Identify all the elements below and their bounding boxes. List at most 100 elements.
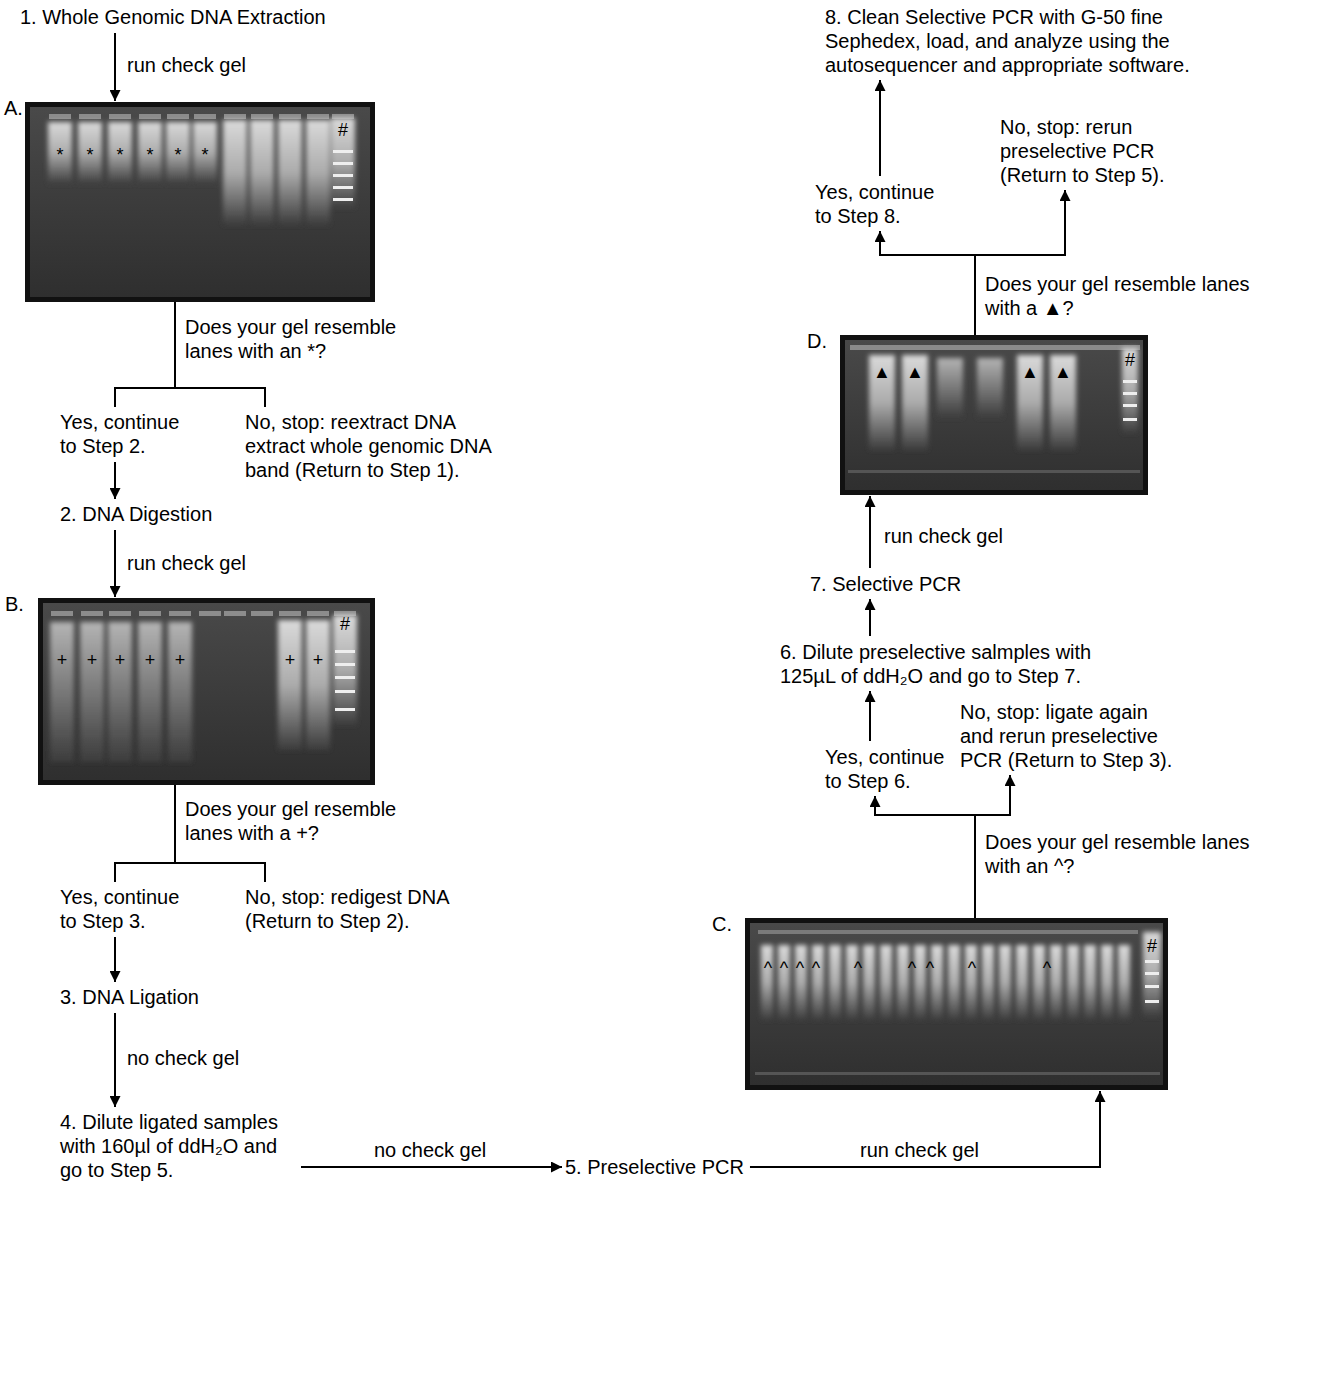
gel-b [168, 622, 192, 762]
process-step: 2. DNA Digestion [60, 502, 212, 526]
decision-question: Does your gel resemble lanes with a +? [185, 797, 415, 845]
gel-c [1145, 960, 1159, 1003]
edge-label: run check gel [125, 551, 248, 575]
gel-c [745, 918, 1168, 1090]
gel-a [139, 114, 161, 119]
gel-b [335, 690, 355, 693]
step-text: 3. DNA Ligation [60, 985, 199, 1009]
gel-b [139, 611, 161, 616]
gel-b [251, 611, 273, 616]
decision-question: Does your gel resemble lanes with an ^? [985, 830, 1270, 878]
gel-a [194, 114, 216, 119]
lane-symbol: ▲ [873, 363, 891, 381]
gel-c [1143, 932, 1161, 1017]
step-text: Yes, continue to Step 2. [60, 410, 195, 458]
step-text: 2. DNA Digestion [60, 502, 212, 526]
step-text: 6. Dilute preselective salmples with 125… [780, 640, 1125, 688]
gel-a [138, 122, 162, 184]
gel-d [869, 348, 1138, 450]
process-step: 1. Whole Genomic DNA Extraction [20, 5, 326, 29]
gel-d [850, 345, 1140, 350]
gel-b [109, 611, 131, 616]
lane-symbol: + [115, 651, 126, 669]
gel-a [167, 114, 189, 119]
flow-arrow [301, 1166, 562, 1168]
gel-image: C.^^^^^^^^^# [745, 918, 1168, 1090]
step-text: No, stop: reextract DNA extract whole ge… [245, 410, 515, 482]
gel-d [1017, 355, 1043, 450]
lane-symbol: ^ [926, 959, 934, 977]
lane-symbol: ^ [908, 959, 916, 977]
lane-symbol: + [57, 651, 68, 669]
flow-arrow [869, 691, 871, 741]
gel-b [335, 676, 355, 679]
gel-b [50, 622, 74, 762]
lane-symbol: + [313, 651, 324, 669]
gel-b [279, 611, 301, 616]
gel-b [333, 615, 357, 725]
decision-outcome: No, stop: rerun preselective PCR (Return… [1000, 115, 1200, 187]
gel-c [760, 945, 1134, 1020]
lane-symbol: + [175, 651, 186, 669]
flow-arrow [115, 302, 175, 407]
gel-d [848, 470, 1140, 473]
process-step: 6. Dilute preselective salmples with 125… [780, 640, 1125, 688]
gel-a [48, 122, 72, 184]
gel-c [1145, 972, 1159, 975]
step-text: No, stop: ligate again and rerun presele… [960, 700, 1184, 772]
decision-outcome: No, stop: reextract DNA extract whole ge… [245, 410, 515, 482]
step-text: Yes, continue to Step 8. [815, 180, 950, 228]
flow-arrow [114, 937, 116, 982]
step-text: 5. Preselective PCR [565, 1155, 744, 1179]
lane-symbol: # [340, 615, 350, 633]
lane-symbol: * [201, 146, 208, 164]
lane-symbol: * [56, 146, 63, 164]
gel-a [48, 118, 355, 225]
flow-arrow [114, 530, 116, 597]
panel-letter: C. [712, 914, 732, 934]
lane-symbol: ▲ [1054, 363, 1072, 381]
lane-symbol: # [1147, 937, 1157, 955]
panel-letter: B. [5, 594, 24, 614]
lane-symbol: * [174, 146, 181, 164]
gel-b [51, 611, 356, 616]
flow-arrow [114, 33, 116, 101]
edge-label: run check gel [125, 53, 248, 77]
gel-a [166, 122, 190, 184]
lane-symbol: ^ [764, 959, 772, 977]
gel-a [78, 122, 102, 184]
gel-c [1145, 1000, 1159, 1003]
step-text: Yes, continue to Step 3. [60, 885, 195, 933]
gel-b [199, 611, 221, 616]
gel-a [109, 114, 131, 119]
gel-a [49, 114, 354, 119]
gel-c [745, 918, 1168, 1090]
gel-b [51, 611, 73, 616]
lane-symbol: # [1125, 351, 1135, 369]
gel-a [250, 120, 274, 225]
gel-d [1123, 392, 1137, 395]
gel-b [38, 598, 375, 785]
gel-a [333, 186, 353, 189]
gel-d [840, 335, 1148, 495]
gel-b [278, 620, 302, 750]
decision-question: Does your gel resemble lanes with a ▲? [985, 272, 1270, 320]
flow-arrow [875, 796, 975, 918]
gel-b [138, 622, 162, 762]
gel-a [333, 150, 353, 153]
gel-a [333, 162, 353, 165]
step-text: 8. Clean Selective PCR with G-50 fine Se… [825, 5, 1255, 77]
gel-a [333, 198, 353, 201]
edge-label: run check gel [858, 1138, 981, 1162]
gel-b [224, 611, 246, 616]
gel-image: A.******# [25, 102, 375, 302]
gel-d [869, 355, 895, 450]
decision-outcome: Yes, continue to Step 2. [60, 410, 195, 458]
gel-a [49, 114, 71, 119]
process-step: 4. Dilute ligated samples with 160µl of … [60, 1110, 295, 1182]
gel-image: B.+++++++# [38, 598, 375, 785]
lane-symbol: * [116, 146, 123, 164]
flow-arrow [750, 1091, 1100, 1167]
